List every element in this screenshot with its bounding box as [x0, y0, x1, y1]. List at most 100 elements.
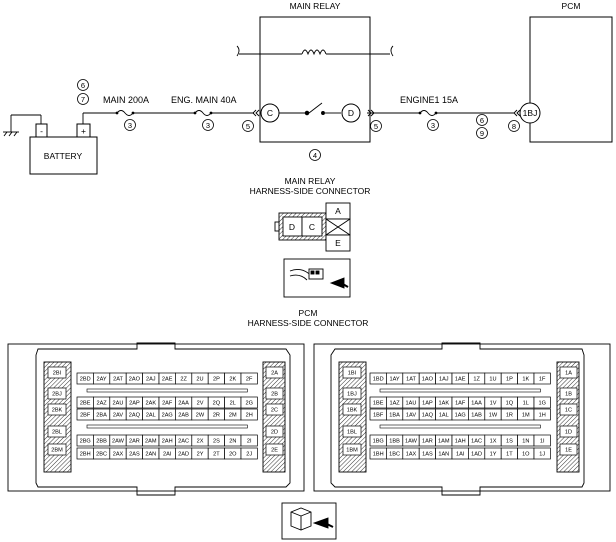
svg-text:1G: 1G — [538, 401, 545, 407]
pcm-pin-2an: 2AN — [142, 447, 160, 460]
svg-text:1U: 1U — [489, 377, 496, 383]
pcm-pin-1be: 1BE — [369, 396, 387, 409]
pcm-pin-1ar: 1AR — [418, 434, 436, 447]
svg-text:2J: 2J — [246, 452, 252, 458]
pcm-pin-1an: 1AN — [435, 447, 453, 460]
pcm-pin-2az: 2AZ — [93, 396, 111, 409]
svg-text:2R: 2R — [213, 413, 220, 419]
pcm-pin-2ba: 2BA — [93, 408, 111, 421]
svg-text:2BJ: 2BJ — [52, 392, 62, 398]
circle-6-pcm-label: 6 — [480, 116, 484, 125]
pcm-pin-1aq: 1AQ — [418, 408, 436, 421]
svg-text:1BA: 1BA — [389, 413, 400, 419]
svg-text:2AF: 2AF — [162, 401, 173, 407]
svg-text:2AP: 2AP — [129, 401, 140, 407]
svg-text:2N: 2N — [229, 439, 236, 445]
svg-text:1N: 1N — [522, 439, 529, 445]
svg-text:1AI: 1AI — [456, 452, 465, 458]
svg-text:1AY: 1AY — [390, 377, 400, 383]
svg-text:1BH: 1BH — [373, 452, 384, 458]
pcm-pin-2ac: 2AC — [175, 434, 193, 447]
svg-text:2BK: 2BK — [52, 408, 63, 414]
relay-pin-a: A — [335, 206, 341, 216]
svg-text:1AW: 1AW — [405, 439, 418, 445]
svg-text:2P: 2P — [213, 377, 220, 383]
pcm-pin-1v: 1V — [484, 396, 502, 409]
svg-text:1AJ: 1AJ — [439, 377, 449, 383]
pcm-pin-2i: 2I — [240, 434, 258, 447]
pcm-pin-2h: 2H — [240, 408, 258, 421]
circle-9-pcm-label: 9 — [480, 129, 484, 138]
pcm-pin-1s: 1S — [500, 434, 518, 447]
pcm-pin-1n: 1N — [517, 434, 535, 447]
svg-text:1BB: 1BB — [389, 439, 400, 445]
svg-text:1S: 1S — [506, 439, 513, 445]
svg-text:1W: 1W — [489, 413, 498, 419]
svg-text:2AE: 2AE — [162, 377, 173, 383]
svg-text:1O: 1O — [522, 452, 530, 458]
pcm-pin-1bg: 1BG — [369, 434, 387, 447]
svg-text:1K: 1K — [522, 377, 529, 383]
circle-5-left — [242, 120, 254, 132]
svg-text:2W: 2W — [196, 413, 205, 419]
pcm-pin-1ae: 1AE — [451, 372, 469, 385]
pcm-pin-2y: 2Y — [191, 447, 209, 460]
fuse-eng-main-label: ENG. MAIN 40A — [171, 95, 237, 105]
pcm-pin-2am: 2AM — [142, 434, 160, 447]
pcm-pin-1z: 1Z — [468, 372, 486, 385]
fuse-engine1-label: ENGINE1 15A — [400, 95, 458, 105]
pcm-title: PCM — [562, 1, 581, 11]
pcm-pin-1bj: 1BJ — [342, 387, 362, 400]
svg-text:1H: 1H — [539, 413, 546, 419]
svg-text:2BG: 2BG — [80, 439, 91, 445]
svg-text:2BI: 2BI — [53, 371, 62, 377]
svg-text:1R: 1R — [506, 413, 513, 419]
svg-text:2F: 2F — [246, 377, 253, 383]
circle-6-pcm — [476, 114, 488, 126]
svg-text:1B: 1B — [565, 392, 572, 398]
pcm-pin-1ao: 1AO — [418, 372, 436, 385]
neg-symbol: - — [40, 126, 43, 136]
svg-text:2E: 2E — [271, 448, 278, 454]
svg-text:1AV: 1AV — [406, 413, 416, 419]
pcm-pin-2aa: 2AA — [175, 396, 193, 409]
svg-text:1D: 1D — [565, 430, 572, 436]
pcm-pin-2o: 2O — [224, 447, 242, 460]
svg-text:2AY: 2AY — [97, 377, 107, 383]
svg-text:2AT: 2AT — [113, 377, 123, 383]
pcm-pin-2ad: 2AD — [175, 447, 193, 460]
svg-text:2AD: 2AD — [178, 452, 189, 458]
pcm-pin-2bc: 2BC — [93, 447, 111, 460]
svg-text:1Y: 1Y — [490, 452, 497, 458]
pcm-pin-1bc: 1BC — [386, 447, 404, 460]
circle-7-battery — [77, 93, 89, 105]
svg-text:1AQ: 1AQ — [422, 413, 434, 419]
svg-text:2BC: 2BC — [96, 452, 107, 458]
pcm-pin-1bl: 1BL — [342, 425, 362, 438]
pcm-pin-2aj: 2AJ — [142, 372, 160, 385]
pcm-pin-1w: 1W — [484, 408, 502, 421]
svg-text:2T: 2T — [213, 452, 220, 458]
svg-text:1BF: 1BF — [373, 413, 384, 419]
svg-text:1AA: 1AA — [471, 401, 482, 407]
svg-text:1E: 1E — [565, 448, 572, 454]
pcm-pin-2ap: 2AP — [125, 396, 143, 409]
svg-text:2X: 2X — [197, 439, 204, 445]
svg-text:2AZ: 2AZ — [96, 401, 107, 407]
pcm-pin-1aa: 1AA — [468, 396, 486, 409]
svg-text:2AN: 2AN — [145, 452, 156, 458]
svg-text:1M: 1M — [522, 413, 530, 419]
svg-text:1AZ: 1AZ — [389, 401, 400, 407]
pcm-pin-2f: 2F — [240, 372, 258, 385]
pcm-pin-1af: 1AF — [451, 396, 469, 409]
relay-switch — [279, 102, 341, 116]
pcm-pin-1ai: 1AI — [451, 447, 469, 460]
svg-text:2K: 2K — [229, 377, 236, 383]
relay-connector-face — [274, 202, 351, 252]
circle-6-battery — [77, 79, 89, 91]
pcm-pin-1h: 1H — [533, 408, 551, 421]
pcm-pin-1am: 1AM — [435, 434, 453, 447]
svg-text:2AW: 2AW — [112, 439, 125, 445]
circle-3-eng-main-label: 3 — [206, 121, 210, 130]
